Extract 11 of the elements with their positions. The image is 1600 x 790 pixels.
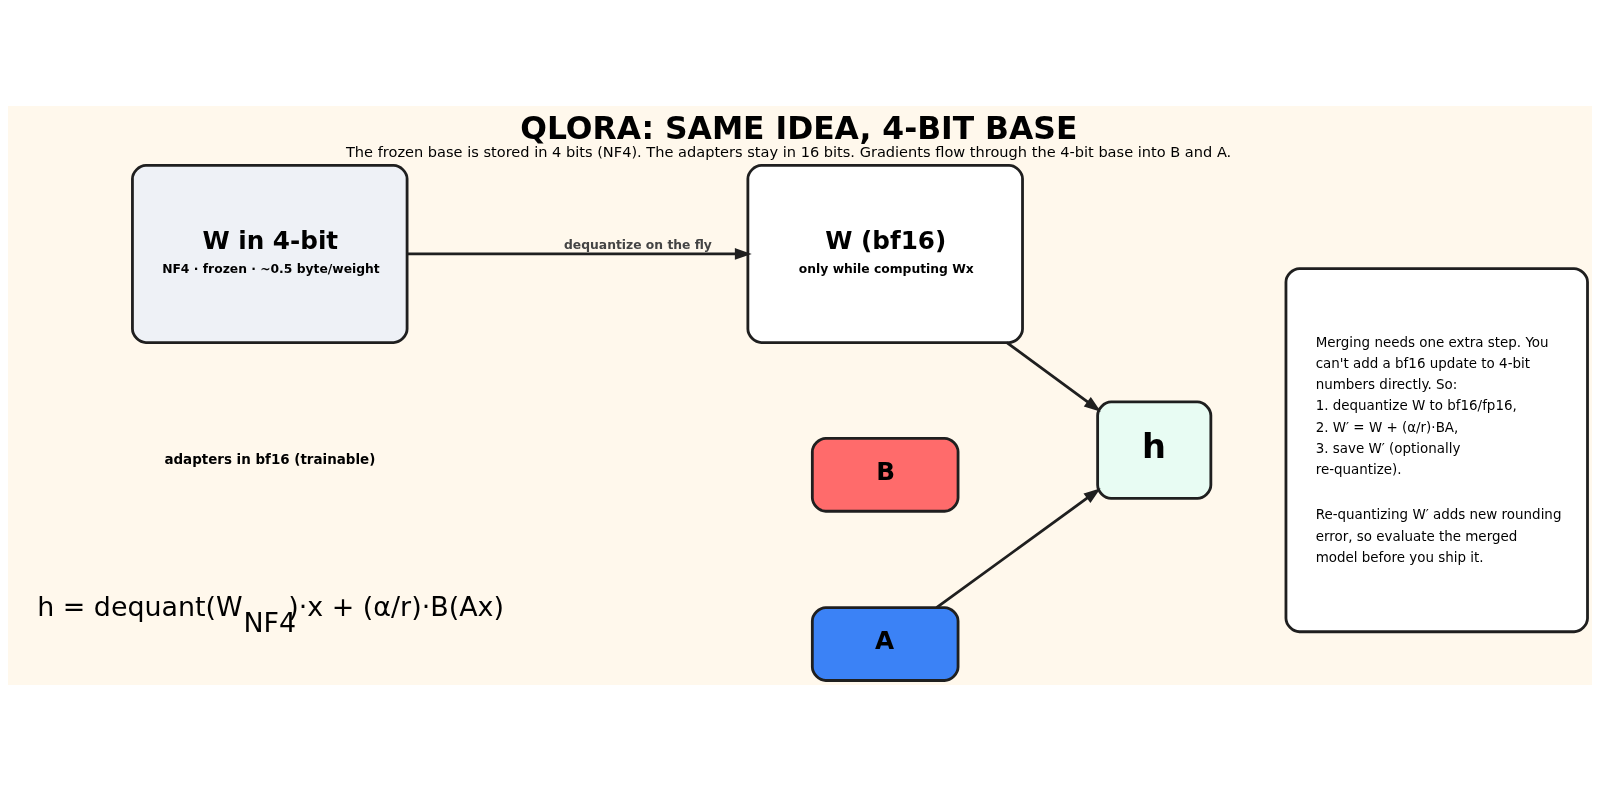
node-box: B	[810, 436, 960, 513]
node-box: h	[1096, 400, 1213, 500]
edge-label: dequantize on the fly	[564, 237, 712, 252]
node-box: Merging needs one extra step. You can't add a bf16 update to 4-bit numbers directly. So: 1. dequantize W to bf16/fp16, 2. W′ = W + (α/r)·BA, 3. save W′ (optionally re-quantize). Re-quantizing W′ adds new rounding error, so evaluate the merged model before you ship it.	[1284, 266, 1589, 633]
label: adapters in bf16 (trainable)	[164, 451, 376, 467]
node-box: A	[810, 605, 960, 682]
node-box: W in 4-bit NF4 · frozen · ~0.5 byte/weight	[131, 163, 409, 344]
arrow	[407, 247, 752, 260]
arrow	[935, 487, 1101, 609]
node-box: W (bf16) only while computing Wx	[746, 163, 1024, 344]
arrow	[1006, 340, 1101, 412]
